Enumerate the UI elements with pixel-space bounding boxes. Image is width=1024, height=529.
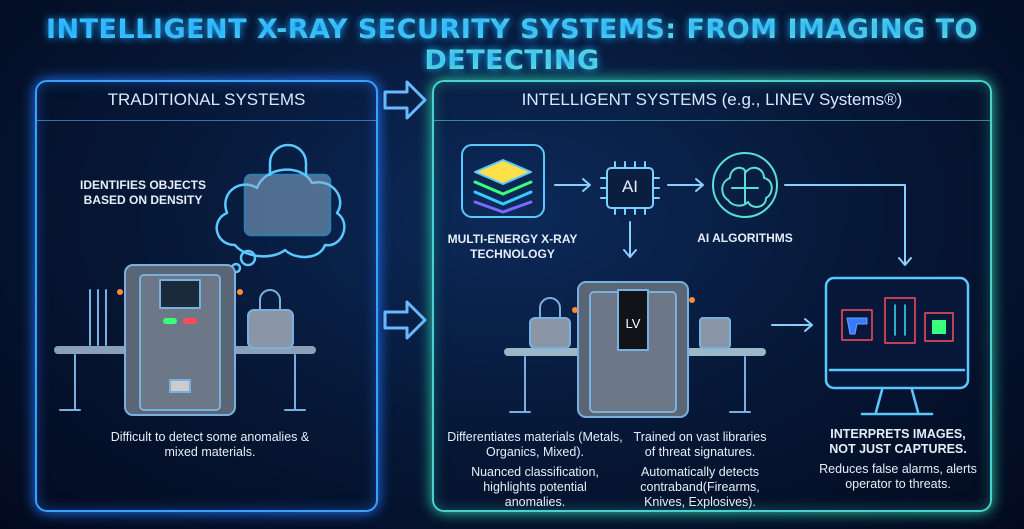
traditional-systems-panel: TRADITIONAL SYSTEMS (35, 80, 378, 512)
traditional-header: TRADITIONAL SYSTEMS (37, 90, 376, 121)
contraband-text: Automatically detects contraband(Firearm… (640, 465, 760, 509)
lv-logo: LV (626, 316, 641, 331)
arrow-icon (554, 178, 591, 192)
ai-chip-icon (600, 161, 660, 215)
arrow-right-icon (383, 300, 427, 340)
traditional-xray-machine-icon (54, 264, 316, 416)
thought-cloud-icon (215, 143, 346, 274)
connector-arrow (784, 184, 912, 266)
ai-algorithms-label: AI ALGORITHMS (697, 231, 793, 245)
intelligent-xray-machine-icon (504, 281, 766, 418)
arrow-down-icon (623, 221, 637, 258)
intelligent-header: INTELLIGENT SYSTEMS (e.g., LINEV Systems… (434, 90, 990, 121)
materials-text: Differentiates materials (Metals, Organi… (447, 430, 623, 459)
false-alarms-text: Reduces false alarms, alerts operator to… (819, 462, 977, 491)
intelligent-systems-panel: INTELLIGENT SYSTEMS (e.g., LINEV Systems… (432, 80, 992, 512)
arrow-icon (667, 178, 704, 192)
classification-text: Nuanced classification, highlights poten… (471, 465, 599, 509)
arrow-icon (771, 318, 813, 332)
trained-text: Trained on vast libraries of threat sign… (633, 430, 767, 459)
page-title: INTELLIGENT X-RAY SECURITY SYSTEMS: FROM… (45, 14, 978, 76)
ai-chip-label: AI (621, 177, 639, 196)
multi-energy-layers-icon (461, 144, 545, 218)
density-label: IDENTIFIES OBJECTS BASED ON DENSITY (79, 178, 207, 207)
traditional-caption: Difficult to detect some anomalies & mix… (110, 430, 310, 459)
multi-energy-label: MULTI-ENERGY X-RAY TECHNOLOGY (447, 232, 578, 261)
monitor-threat-display-icon (824, 276, 970, 416)
arrow-right-icon (383, 80, 427, 120)
interprets-heading: INTERPRETS IMAGES, NOT JUST CAPTURES. (829, 427, 967, 456)
brain-icon (712, 152, 778, 218)
